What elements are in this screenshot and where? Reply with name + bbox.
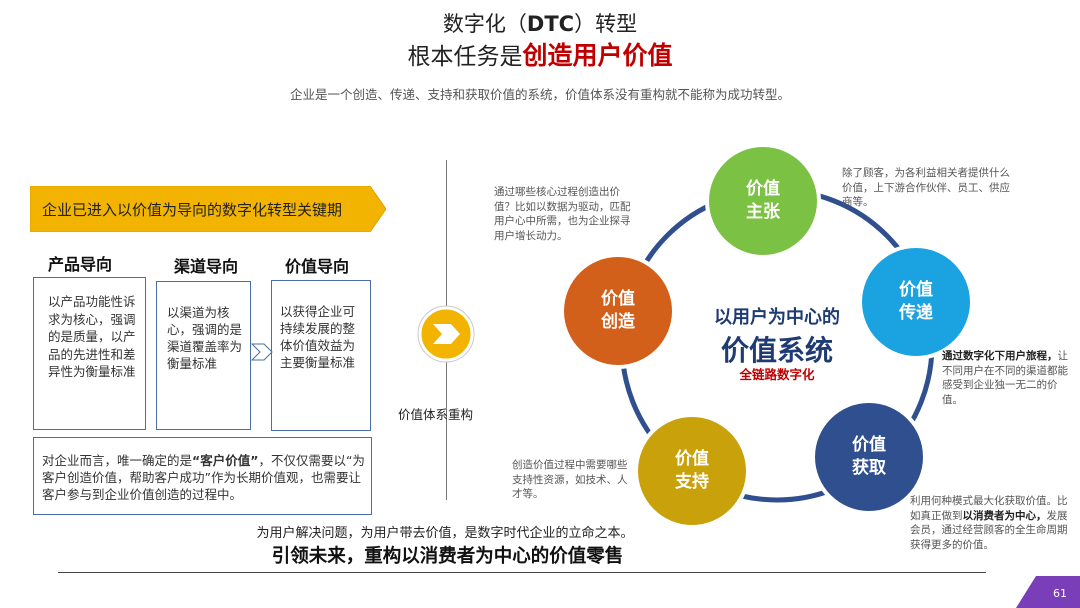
page-number: 61 <box>1053 587 1067 600</box>
banner-text: 企业已进入以价值为导向的数字化转型关键期 <box>42 201 343 219</box>
column-box-channel: 以渠道为核心，强调的是渠道覆盖率为衡量标准 <box>156 281 251 430</box>
note-box: 对企业而言，唯一确定的是“客户价值”，不仅仅需要以“为客户创造价值，帮助客户成功… <box>33 437 372 515</box>
bottom-slogan: 引领未来，重构以消费者为中心的价值零售 <box>271 546 624 567</box>
annotation-creation: 通过哪些核心过程创造出价值？比如以数据为驱动，匹配用户心中所需，也为企业探寻用户… <box>494 186 631 242</box>
center-subtitle: 全链路数字化 <box>739 367 815 382</box>
bottom-rule <box>58 572 986 573</box>
banner-arrow <box>30 186 386 232</box>
value-rebuild-label: 价值体系重构 <box>398 407 474 422</box>
column-box-product: 以产品功能性诉求为核心，强调的是质量，以产品的先进性和差异性为衡量标准 <box>33 277 146 430</box>
node-value-delivery: 价值传递 <box>862 248 970 356</box>
node-value-proposition: 价值主张 <box>709 147 817 255</box>
node-value-support: 价值支持 <box>638 417 746 525</box>
node-value-capture: 价值获取 <box>815 403 923 511</box>
chevron-right-icon <box>250 343 273 361</box>
page-title: 数字化（DTC）转型 <box>442 12 638 36</box>
column-head-value: 价值导向 <box>285 257 350 276</box>
node-value-creation: 价值创造 <box>564 257 672 365</box>
center-title-line2: 价值系统 <box>720 334 833 367</box>
title-highlight: 创造用户价值 <box>522 41 673 70</box>
annotation-support: 创造价值过程中需要哪些支持性资源，如技术、人才等。 <box>512 459 628 500</box>
center-title-line1: 以用户为中心的 <box>714 307 840 328</box>
page-subtitle: 企业是一个创造、传递、支持和获取价值的系统，价值体系没有重构就不能称为成功转型。 <box>289 87 790 102</box>
annotation-capture: 利用何种模式最大化获取价值。比如真正做到以消费者为中心，发展会员，通过经营顾客的… <box>910 495 1068 551</box>
column-head-product: 产品导向 <box>48 255 113 274</box>
column-box-value: 以获得企业可持续发展的整体价值效益为主要衡量标准 <box>271 280 371 431</box>
annotation-proposition: 除了顾客，为各利益相关者提供什么价值，上下游合作伙伴、员工、供应商等。 <box>842 167 1010 208</box>
page-title-line2: 根本任务是创造用户价值 <box>407 41 673 70</box>
arrow-right-circle-icon <box>417 305 475 363</box>
bottom-caption: 为用户解决问题，为用户带去价值，是数字时代企业的立命之本。 <box>256 526 634 541</box>
annotation-delivery: 通过数字化下用户旅程，让不同用户在不同的渠道都能感受到企业独一无二的价值。 <box>942 350 1068 406</box>
page-corner <box>1016 576 1080 608</box>
column-head-channel: 渠道导向 <box>174 257 239 276</box>
